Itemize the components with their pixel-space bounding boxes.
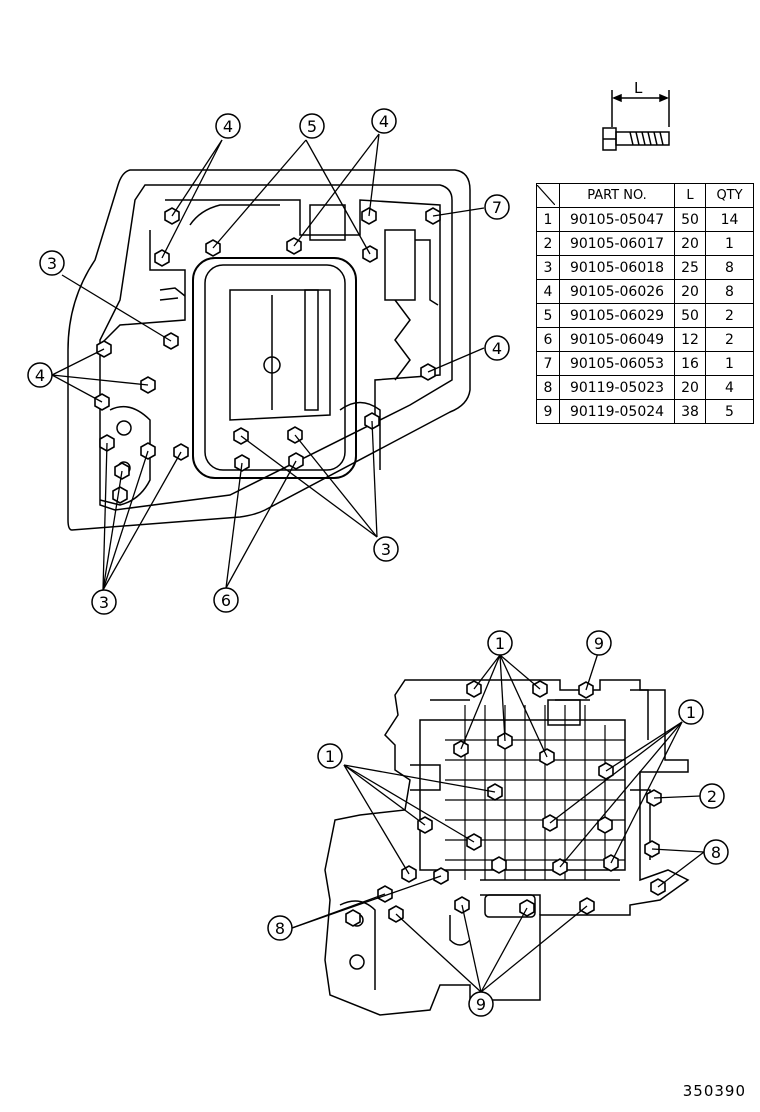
row-part-no: 90105-06053 <box>559 351 675 376</box>
callout-labels: 4 5 4 7 3 4 4 3 3 6 1 9 1 1 2 8 8 9 <box>35 112 721 1014</box>
callout-8: 8 <box>711 843 721 862</box>
row-length: 16 <box>674 351 706 376</box>
row-length: 50 <box>674 207 706 232</box>
callout-2: 2 <box>707 787 717 806</box>
callout-3: 3 <box>381 540 391 559</box>
row-length: 20 <box>674 231 706 256</box>
row-length: 20 <box>674 279 706 304</box>
callout-8: 8 <box>275 919 285 938</box>
callout-circles <box>27 108 729 1017</box>
header-part-no: PART NO. <box>559 183 675 208</box>
leader-lines-upper <box>51 133 485 591</box>
row-part-no: 90105-06026 <box>559 279 675 304</box>
row-length: 50 <box>674 303 706 328</box>
callout-3: 3 <box>47 254 57 273</box>
row-qty: 14 <box>705 207 754 232</box>
lower-valve-body-drawing <box>324 679 690 1016</box>
row-number: 6 <box>536 327 560 352</box>
diagonal-slash-icon <box>537 185 555 205</box>
callout-1: 1 <box>325 747 335 766</box>
figure-number: 350390 <box>682 1082 746 1100</box>
row-qty: 5 <box>705 399 754 424</box>
row-part-no: 90119-05023 <box>559 375 675 400</box>
row-number: 4 <box>536 279 560 304</box>
row-number: 2 <box>536 231 560 256</box>
row-part-no: 90119-05024 <box>559 399 675 424</box>
row-part-no: 90105-06049 <box>559 327 675 352</box>
row-part-no: 90105-06017 <box>559 231 675 256</box>
row-length: 20 <box>674 375 706 400</box>
row-qty: 2 <box>705 303 754 328</box>
row-qty: 1 <box>705 231 754 256</box>
row-number: 8 <box>536 375 560 400</box>
callout-4: 4 <box>223 117 233 136</box>
callout-5: 5 <box>307 117 317 136</box>
row-qty: 1 <box>705 351 754 376</box>
row-part-no: 90105-06018 <box>559 255 675 280</box>
callout-3: 3 <box>99 593 109 612</box>
row-qty: 8 <box>705 279 754 304</box>
leader-lines-lower <box>291 652 705 993</box>
row-qty: 2 <box>705 327 754 352</box>
row-qty: 8 <box>705 255 754 280</box>
row-number: 7 <box>536 351 560 376</box>
table-header-row: PART NO. L QTY <box>536 183 754 208</box>
callout-7: 7 <box>492 198 502 217</box>
row-number: 9 <box>536 399 560 424</box>
callout-9: 9 <box>476 995 486 1014</box>
row-number: 5 <box>536 303 560 328</box>
callout-6: 6 <box>221 591 231 610</box>
row-length: 12 <box>674 327 706 352</box>
callout-1: 1 <box>686 703 696 722</box>
callout-9: 9 <box>594 634 604 653</box>
row-part-no: 90105-06029 <box>559 303 675 328</box>
bolt-length-label: L <box>634 79 643 97</box>
row-part-no: 90105-05047 <box>559 207 675 232</box>
bolt-heads-upper <box>94 207 441 504</box>
callout-4: 4 <box>35 366 45 385</box>
bolt-dimension-icon <box>602 90 670 151</box>
header-length: L <box>674 183 706 208</box>
header-qty: QTY <box>705 183 754 208</box>
row-number: 1 <box>536 207 560 232</box>
row-qty: 4 <box>705 375 754 400</box>
callout-4: 4 <box>379 112 389 131</box>
row-length: 25 <box>674 255 706 280</box>
header-corner-cell <box>536 183 560 208</box>
row-length: 38 <box>674 399 706 424</box>
callout-1: 1 <box>495 634 505 653</box>
callout-4: 4 <box>492 339 502 358</box>
row-number: 3 <box>536 255 560 280</box>
